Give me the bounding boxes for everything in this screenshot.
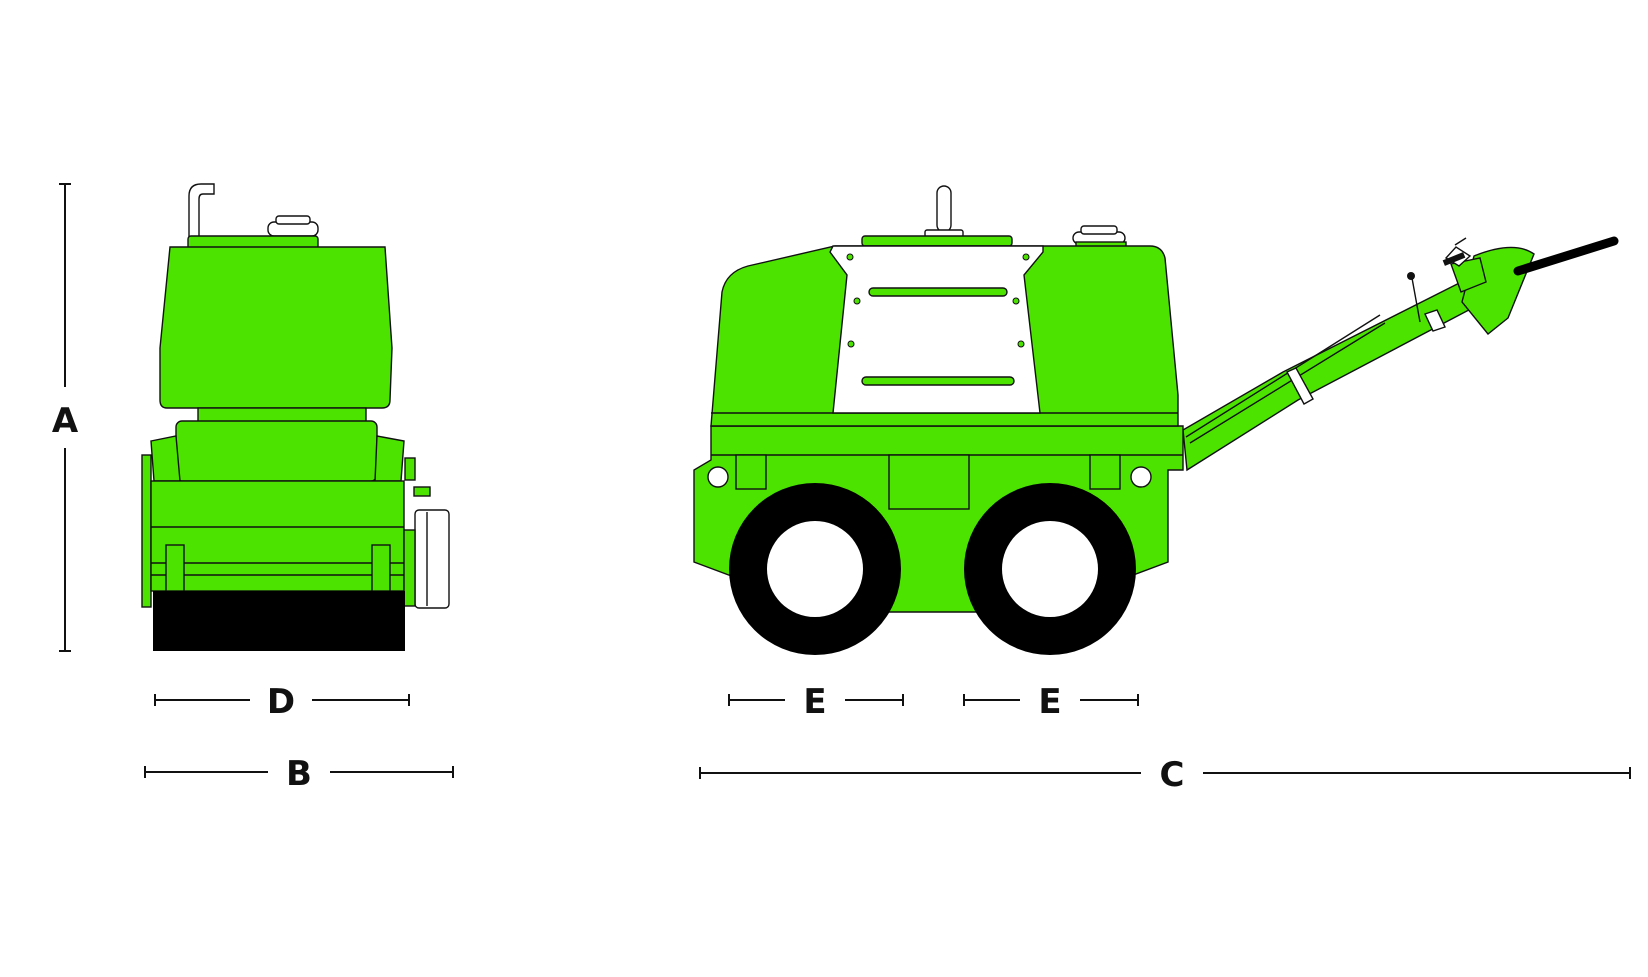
front-exhaust-pipe xyxy=(188,183,215,239)
side-handle-grip xyxy=(1513,236,1619,276)
dimension-b: B xyxy=(144,754,454,794)
dimension-e-rear: E xyxy=(963,682,1139,722)
dimension-d-label: D xyxy=(267,682,295,722)
front-view xyxy=(141,183,450,651)
front-mid-block xyxy=(175,420,378,482)
dimension-e-rear-label: E xyxy=(1038,682,1061,722)
front-left-wing xyxy=(150,435,181,482)
dimension-d: D xyxy=(154,682,410,722)
front-engine-hood xyxy=(159,246,393,409)
side-panel-vent-top xyxy=(868,287,1008,297)
dimension-c: C xyxy=(699,755,1631,795)
front-right-wing xyxy=(374,435,405,482)
side-panel-vent-bottom xyxy=(861,376,1015,386)
dimension-a-label: A xyxy=(52,401,79,441)
dimension-e-front: E xyxy=(728,682,904,722)
dimension-b-label: B xyxy=(286,754,312,794)
side-access-panel xyxy=(829,245,1044,414)
dimension-c-label: C xyxy=(1160,755,1185,795)
dimension-a: A xyxy=(52,183,79,652)
side-handle-arm xyxy=(1182,267,1504,472)
front-left-drum-plate xyxy=(141,454,152,608)
front-drum xyxy=(153,591,405,651)
side-view xyxy=(693,185,1619,655)
dimension-e-front-label: E xyxy=(803,682,826,722)
front-right-engine-cover xyxy=(414,509,450,609)
side-exhaust xyxy=(936,185,952,233)
front-neck xyxy=(197,407,367,423)
